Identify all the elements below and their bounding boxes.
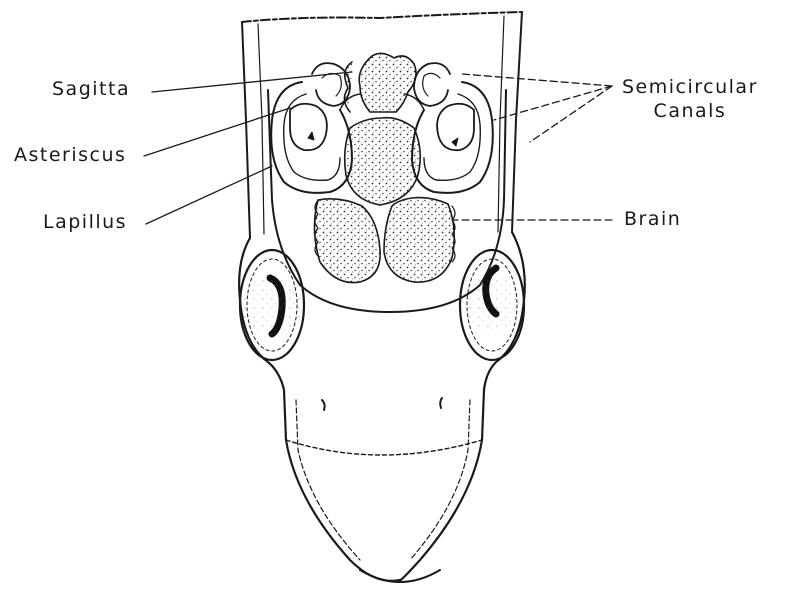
semicircular-leader-3 (530, 86, 612, 142)
semicircular-label-line1: Semicircular (622, 76, 758, 100)
lapillus-leader (146, 166, 272, 224)
brain-label: Brain (624, 210, 681, 229)
semicircular-leader-1 (462, 74, 612, 86)
left-eye (240, 250, 304, 360)
semicircular-label-line2: Canals (622, 100, 758, 124)
brain (314, 53, 455, 282)
sagitta-leader (152, 72, 352, 92)
right-eye (460, 250, 524, 360)
sagitta-label: Sagitta (52, 80, 130, 99)
semicircular-canals-label: Semicircular Canals (622, 76, 758, 124)
semicircular-leader-2 (494, 86, 612, 120)
lapillus-label: Lapillus (43, 213, 127, 232)
asteriscus-leader (144, 108, 290, 156)
asteriscus-label: Asteriscus (14, 146, 126, 165)
